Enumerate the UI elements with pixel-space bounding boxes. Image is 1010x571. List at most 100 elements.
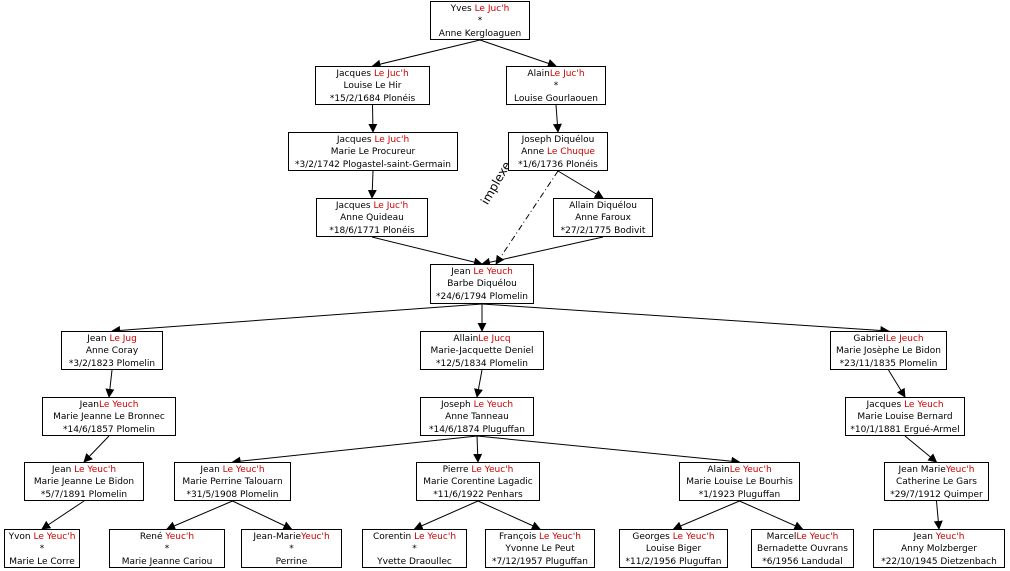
implexe-arrow [495,170,559,265]
person-line: Jean Le Yeuc'h [175,464,290,476]
parent-child-arrow [888,369,906,398]
given-name: Jacques [336,69,374,79]
person-line: Corentin Le Yeuc'h [363,531,466,543]
given-name: Pierre [442,465,472,475]
person-line: Jean Yeuc'h [874,531,1004,543]
parent-child-arrow [477,500,541,530]
person-line: Jacques Le Juc'h [289,134,457,146]
parent-child-arrow [552,104,562,133]
person-line: * [39,544,45,555]
given-name: Anne [521,147,548,158]
person-line: René Yeuc'h [110,531,224,543]
person-line: *10/1/1881 Ergué-Armel [850,424,960,435]
person-line: François Le Yeuc'h [486,531,594,543]
person-line: JeanLe Yeuch [43,399,175,411]
given-name: Joseph [440,400,474,410]
parent-child-arrow [83,435,110,463]
parent-child-arrow [904,435,938,463]
person-line: Anne Coray [85,346,139,357]
given-name: Jacques [335,201,374,211]
surname: Le Yeuch [473,267,513,277]
parent-child-arrow [41,500,85,530]
person-line: Allain Diquélou [569,201,637,211]
surname: Le Jucq [478,334,511,344]
person-line: *11/6/1922 Penhars [433,489,523,500]
person-line: Anny Molzberger [901,544,977,555]
given-name: Jean [451,267,474,277]
parent-child-arrow [368,104,378,133]
person-line: *22/10/1945 Dietzenbach [881,556,997,567]
person-line: *29/7/1912 Quimper [890,489,983,500]
person-line: Marie Josèphe Le Bidon [836,346,941,357]
person-line: Marie Jeanne Le Bidon [33,477,135,488]
surname: Le Juc'h [373,201,409,211]
person-line: *27/2/1775 Bodivit [560,225,646,236]
parent-child-arrow [111,303,483,335]
person-line: *15/2/1684 Plonéis [329,93,416,104]
surname: Le Yeuc'h [796,532,839,542]
person-line: Yvette Draoullec [377,556,452,567]
person-node: Corentin Le Yeuc'h*Yvette Draoullec [362,529,467,568]
given-name: Georges [632,532,673,542]
person-line: Anne Quideau [340,213,404,224]
person-line: *5/7/1891 Plomelin [40,489,128,500]
person-line: Joseph Le Yeuch [421,399,533,411]
given-name: Jacques [866,400,905,410]
given-name: François [499,532,539,542]
person-line: Jacques Le Juc'h [316,68,429,80]
person-line: Jean-MarieYeuc'h [242,531,341,543]
person-line: *14/6/1857 Plomelin [63,424,155,435]
person-line: *14/6/1874 Pluguffan [429,424,525,435]
person-line: * [477,16,483,27]
person-line: Yves Le Juc'h [431,3,529,15]
person-node: Yves Le Juc'h*Anne Kergloaguen [430,1,530,40]
surname: Le Yeuch [98,400,139,410]
parent-child-arrow [371,39,481,69]
surname: Le Yeuc'h [414,532,457,542]
person-line: * [164,544,170,555]
person-line: *3/2/1742 Plogastel-saint-Germain [294,159,451,170]
surname: Le Juc'h [474,4,510,14]
person-line: AlainLe Juc'h [507,68,605,80]
parent-child-arrow [473,435,483,463]
person-line: AlainLe Yeuc'h [680,464,799,476]
person-line: Yvon Le Yeuc'h [5,531,79,543]
parent-child-arrow [232,500,293,530]
surname: Le Jug [109,334,137,344]
person-line: * [553,81,559,92]
given-name: Jean [87,334,110,344]
person-line: Marie Jeanne Le Bronnec [53,412,165,423]
given-name: Jean [51,465,75,475]
person-line: Pierre Le Yeuc'h [417,464,539,476]
parent-child-arrow [479,39,557,68]
given-name: Gabriel [853,334,886,344]
given-name: Jean [200,465,223,475]
surname: Le Yeuc'h [672,532,715,542]
person-line: Jean MarieYeuc'h [885,464,988,476]
person-line: Anne Le Chuque [509,146,607,158]
parent-child-arrow [367,170,377,199]
given-name: Jean Marie [898,465,946,475]
parent-child-arrow [481,236,604,267]
given-name: Yvon [8,532,34,542]
surname: Le Yeuc'h [33,532,76,542]
parent-child-arrow [481,303,890,335]
person-line: Jacques Le Yeuch [846,399,964,411]
person-node: AlainLe Juc'h*Louise Gourlaouen [506,66,606,105]
person-line: Marie Louise Bernard [857,412,953,423]
surname: Le Yeuc'h [729,465,772,475]
